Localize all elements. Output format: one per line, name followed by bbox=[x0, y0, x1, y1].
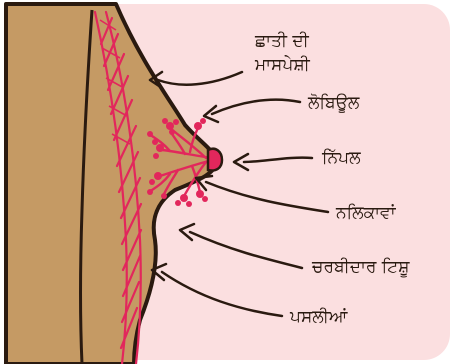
label-ducts: ਨਲਿਕਾਵਾਂ bbox=[335, 203, 397, 223]
label-ribs: ਪਸਲੀਆਂ bbox=[289, 307, 348, 327]
label-lobule: ਲੋਬਿਊਲ bbox=[307, 93, 360, 113]
label-nipple: ਨਿੱਪਲ bbox=[321, 148, 361, 168]
label-fatty-tissue: ਚਰਬੀਦਾਰ ਟਿਸ਼ੂ bbox=[311, 257, 410, 277]
label-chest-muscle-line2: ਮਾਸਪੇਸ਼ੀ bbox=[254, 55, 311, 75]
nipple bbox=[208, 149, 222, 171]
label-chest-muscle-line1: ਛਾਤੀ ਦੀ bbox=[254, 31, 310, 51]
